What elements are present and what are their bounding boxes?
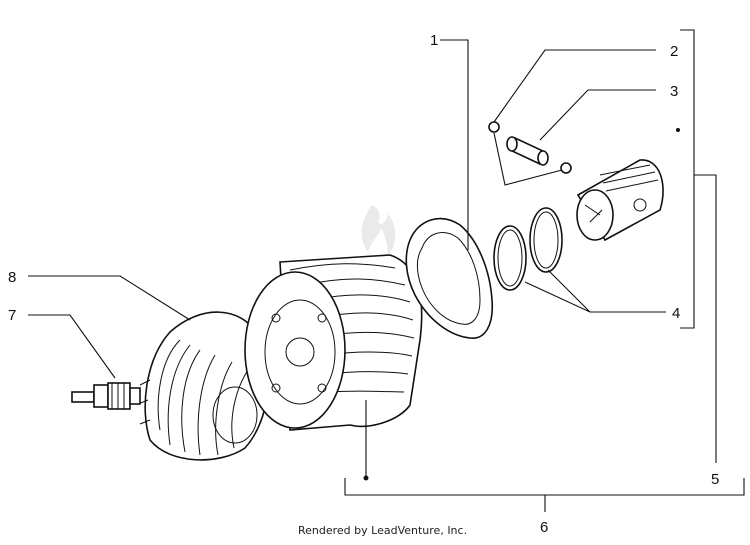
piston-rings — [493, 207, 563, 291]
credit-text: Rendered by LeadVenture, Inc. — [298, 524, 467, 537]
piston — [576, 159, 664, 242]
callout-6: 6 — [540, 519, 548, 536]
callout-2: 2 — [670, 43, 678, 60]
callout-1: 1 — [430, 32, 438, 49]
callout-4: 4 — [672, 305, 680, 322]
callout-3: 3 — [670, 83, 678, 100]
leader-dot — [676, 128, 680, 132]
piston-pin — [506, 136, 549, 166]
piston-pin-clip — [488, 121, 572, 174]
callout-5: 5 — [711, 471, 719, 488]
leader-dot — [363, 475, 369, 481]
cylinder-head — [137, 311, 269, 461]
callout-7: 7 — [8, 307, 16, 324]
cylinder — [244, 254, 423, 431]
spark-plug — [71, 382, 141, 410]
callout-8: 8 — [8, 269, 16, 286]
cylinder-base-gasket — [405, 217, 494, 339]
leader-lines — [28, 29, 745, 512]
